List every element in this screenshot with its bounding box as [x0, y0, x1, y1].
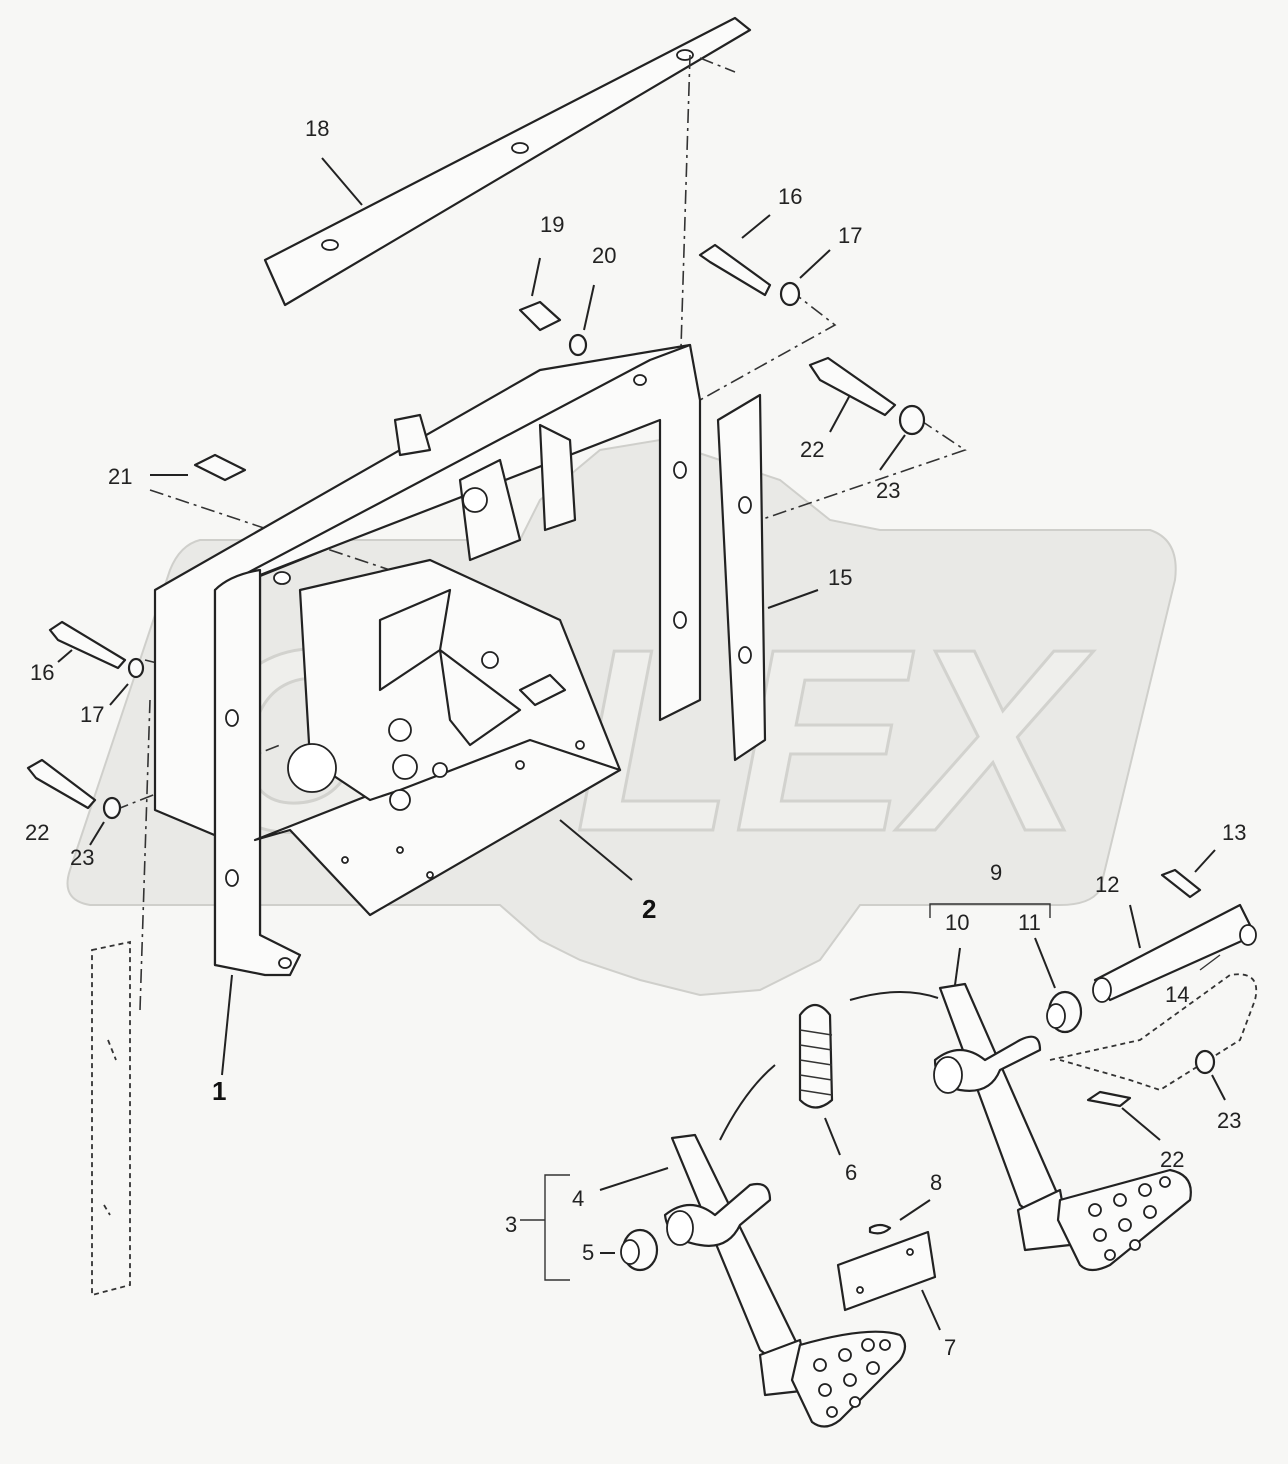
part-18-strip: [263, 16, 752, 307]
callout-13: 13: [1222, 820, 1246, 845]
washer-17-right: [779, 249, 831, 307]
key-8: [868, 1199, 931, 1235]
callout-14: 14: [1165, 982, 1189, 1007]
callout-6: 6: [845, 1160, 857, 1185]
callout-10: 10: [945, 910, 969, 935]
callout-22-lower: 22: [1160, 1147, 1184, 1172]
callout-22-right: 22: [800, 437, 824, 462]
bolt-16-right: [698, 214, 772, 297]
washer-23-left: [89, 796, 122, 846]
bolt-22-lower: [1086, 1090, 1161, 1141]
bolt-16-left: [48, 620, 127, 670]
part-2-plate: [253, 413, 633, 917]
callout-17-right: 17: [838, 223, 862, 248]
callout-22-left: 22: [25, 820, 49, 845]
callout-16-left: 16: [30, 660, 54, 685]
bushing-5: [600, 1228, 659, 1272]
pedal-assembly-3: [520, 1064, 907, 1428]
bolt-22-left: [26, 758, 97, 810]
bracket-14: [1049, 954, 1258, 1091]
callout-8: 8: [930, 1170, 942, 1195]
washer-23-lower: [1194, 1049, 1226, 1101]
callout-9: 9: [990, 860, 1002, 885]
washer-20: [568, 284, 595, 357]
callout-19: 19: [540, 212, 564, 237]
bolt-19: [518, 257, 562, 332]
washer-17-left: [109, 657, 145, 706]
bushing-11: [1034, 937, 1083, 1034]
callout-16-right: 16: [778, 184, 802, 209]
callout-labels: 1 2 3 4 5 6 7 8 9 10 11 12 13 14 15 16 1…: [25, 116, 1246, 1360]
callout-20: 20: [592, 243, 616, 268]
bolt-21: [150, 453, 247, 482]
dashed-bracket: [91, 940, 131, 1297]
washer-23-right: [879, 404, 926, 471]
plate-7: [836, 1230, 941, 1331]
callout-2: 2: [642, 894, 656, 924]
callout-23-right: 23: [876, 478, 900, 503]
pedal-assembly-9: [849, 903, 1192, 1272]
callout-11: 11: [1018, 910, 1041, 935]
callout-3: 3: [505, 1212, 517, 1237]
part-15-plate: [716, 393, 819, 762]
bolt-13: [1160, 849, 1216, 899]
callout-1: 1: [212, 1076, 226, 1106]
callout-5: 5: [582, 1240, 594, 1265]
spring-6: [798, 1003, 841, 1156]
callout-17-left: 17: [80, 702, 104, 727]
callout-21: 21: [108, 464, 132, 489]
callout-7: 7: [944, 1335, 956, 1360]
callout-4: 4: [572, 1186, 584, 1211]
callout-23-lower: 23: [1217, 1108, 1241, 1133]
callout-18: 18: [305, 116, 329, 141]
callout-12: 12: [1095, 872, 1119, 897]
callout-23-left: 23: [70, 845, 94, 870]
callout-15: 15: [828, 565, 852, 590]
bolt-22-right: [808, 356, 897, 433]
shaft-12: [1092, 903, 1257, 1003]
